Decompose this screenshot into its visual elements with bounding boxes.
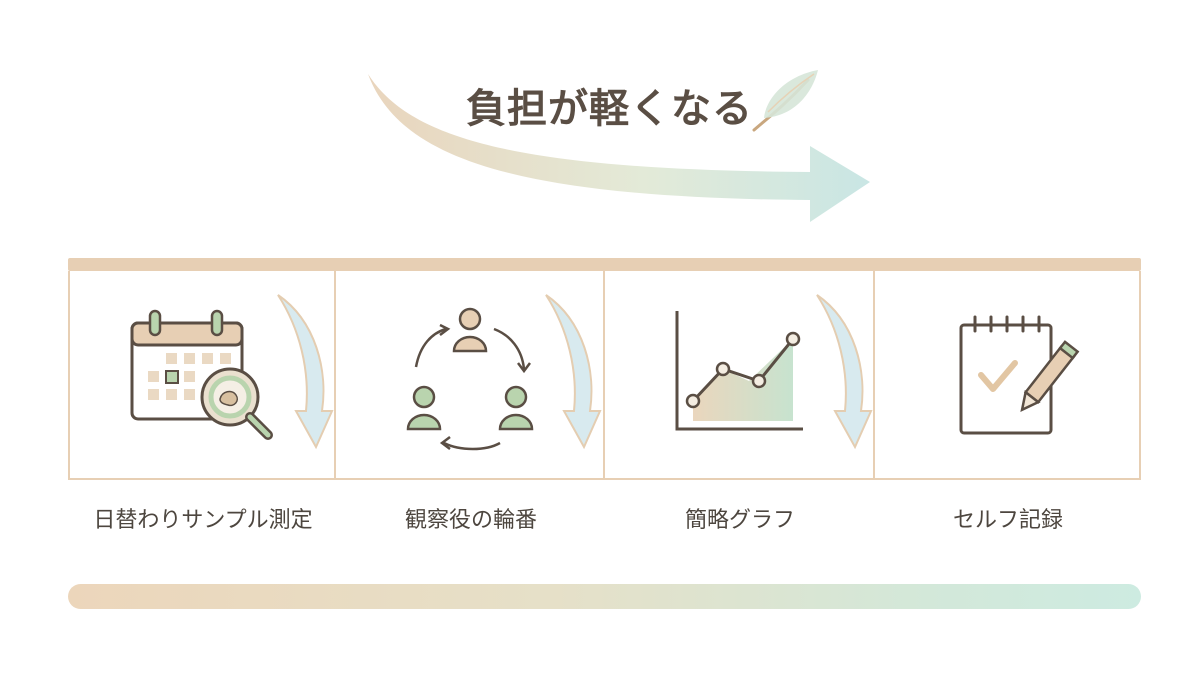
step-3-label: 簡略グラフ: [684, 508, 795, 533]
feather-icon: [752, 70, 818, 132]
step-4-box: [873, 271, 1141, 480]
calendar-magnifier-icon: [130, 309, 273, 440]
panel-top-bar: [68, 258, 1141, 271]
step-2-label: 観察役の輪番: [404, 508, 537, 533]
flow-arrow: [368, 74, 870, 222]
step-arrow-icon: [816, 294, 873, 450]
step-2-box: [334, 271, 605, 480]
steps-panel: [68, 258, 1141, 482]
progress-gradient-bar: [68, 584, 1141, 609]
step-4-label: セルフ記録: [952, 508, 1063, 533]
line-chart-icon: [675, 311, 803, 431]
step-arrow-icon: [545, 294, 602, 450]
step-arrow-icon: [277, 294, 334, 450]
step-1-box: [68, 271, 336, 480]
step-3-box: [603, 271, 875, 480]
step-1-label: 日替わりサンプル測定: [93, 508, 313, 533]
header-title: 負担が軽くなる: [466, 86, 753, 132]
rotation-people-icon: [406, 307, 534, 451]
checklist-pencil-icon: [959, 315, 1080, 435]
